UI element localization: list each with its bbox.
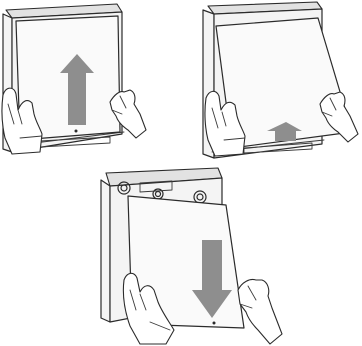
step-3-clip-left-icon xyxy=(117,181,131,195)
step-1-left-hand-icon xyxy=(1,87,43,155)
step-3-panel xyxy=(100,167,283,345)
step-1-arrow-up-icon xyxy=(60,54,94,125)
step-3-left-hand-icon xyxy=(122,272,175,345)
step-1-panel xyxy=(1,3,147,155)
step-3-arrow-down-icon xyxy=(192,240,232,318)
step-2-arrow-up-icon xyxy=(267,122,302,141)
step-3-right-hand-icon xyxy=(237,278,283,345)
step-2-right-hand-icon xyxy=(319,91,359,143)
step-2-panel xyxy=(202,1,359,159)
step-1-right-hand-icon xyxy=(109,89,147,139)
step-2-left-hand-icon xyxy=(204,90,246,157)
